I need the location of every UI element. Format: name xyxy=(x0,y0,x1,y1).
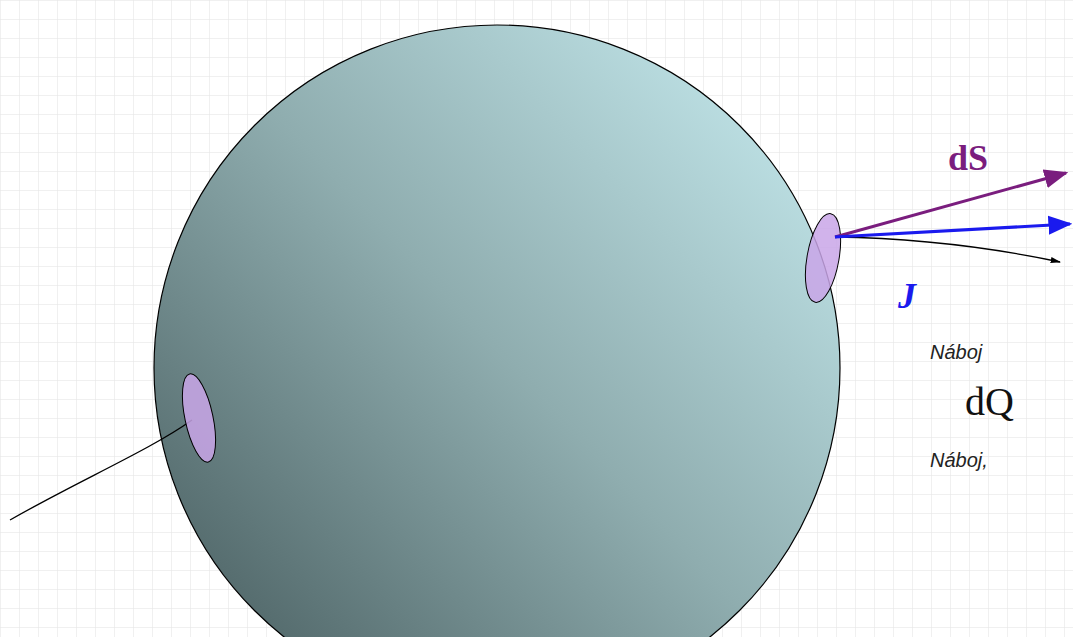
surface-patch xyxy=(176,371,222,465)
vector-label: J xyxy=(898,278,916,314)
current-line xyxy=(10,420,192,520)
sphere xyxy=(154,25,840,637)
vector-label: dS xyxy=(948,140,988,176)
formula-text: dQ xyxy=(965,382,1014,422)
current-line xyxy=(835,237,1060,262)
note-text: Náboj, xyxy=(930,450,988,470)
note-text: Náboj xyxy=(930,342,982,362)
current-density-vector xyxy=(835,224,1070,237)
surface-patch xyxy=(799,211,846,305)
